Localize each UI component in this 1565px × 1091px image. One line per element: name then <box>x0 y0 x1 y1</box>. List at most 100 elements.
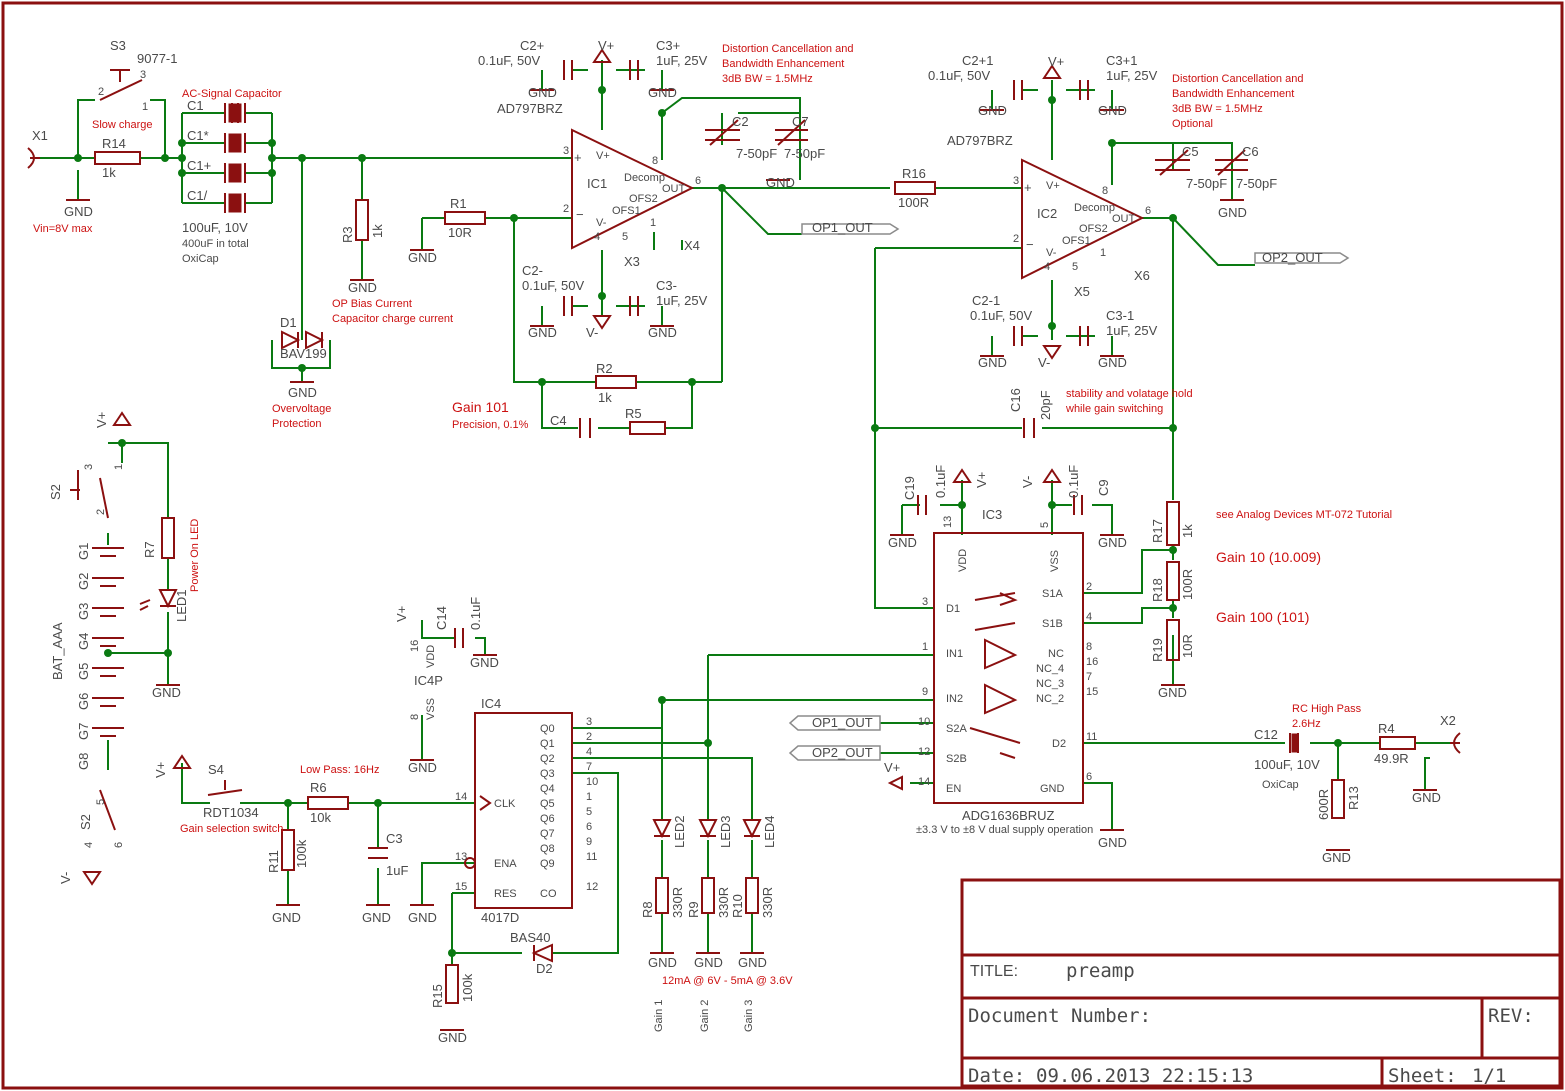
gnd-r3: GND <box>348 280 377 295</box>
c1-name-1: C1 <box>187 98 204 113</box>
svg-text:5: 5 <box>622 231 628 243</box>
rchp-line1: RC High Pass <box>1292 703 1362 715</box>
r7-name: R7 <box>142 541 157 558</box>
svg-text:15: 15 <box>1086 686 1098 698</box>
svg-text:Q4: Q4 <box>540 783 555 795</box>
c19-value: 0.1uF <box>933 465 948 498</box>
r9-value: 330R <box>716 887 731 918</box>
op1-out-port-ic3 <box>788 715 881 731</box>
svg-text:6: 6 <box>1145 205 1151 217</box>
gnd-c2p: GND <box>528 85 557 100</box>
svg-text:−: − <box>1026 237 1034 252</box>
vminus-ic1: V- <box>586 325 598 340</box>
svg-text:5: 5 <box>1039 522 1051 528</box>
svg-text:4: 4 <box>1086 611 1092 623</box>
led1-name: LED1 <box>174 589 189 622</box>
date-label: Date: <box>968 1065 1025 1087</box>
svg-text:Q0: Q0 <box>540 723 555 735</box>
s3-note: Slow charge <box>92 119 153 131</box>
svg-text:6: 6 <box>1086 771 1092 783</box>
c6-name: C6 <box>1242 144 1259 159</box>
mt072-note: see Analog Devices MT-072 Tutorial <box>1216 509 1392 521</box>
svg-text:V-: V- <box>596 217 607 229</box>
gnd-r15: GND <box>438 1030 467 1045</box>
svg-text:11: 11 <box>1086 731 1097 743</box>
svg-text:OUT: OUT <box>662 183 686 195</box>
svg-text:9: 9 <box>586 836 592 848</box>
svg-text:8: 8 <box>1102 185 1108 197</box>
svg-text:3: 3 <box>922 596 928 608</box>
svg-text:D1: D1 <box>946 603 960 615</box>
r14-value: 1k <box>102 165 116 180</box>
x6-label: X6 <box>1134 268 1150 283</box>
r18-value: 100R <box>1180 569 1195 600</box>
d1-note2: Protection <box>272 418 322 430</box>
svg-text:G2: G2 <box>76 573 91 590</box>
svg-text:6: 6 <box>695 175 701 187</box>
gnd-c3p: GND <box>648 85 677 100</box>
r17-name: R17 <box>1150 519 1165 543</box>
svg-text:Decomp: Decomp <box>1074 202 1115 214</box>
distortion1-line1: Distortion Cancellation and <box>722 43 853 55</box>
c16-value: 20pF <box>1038 390 1053 420</box>
svg-text:2: 2 <box>586 731 592 743</box>
svg-text:+: + <box>1024 180 1032 195</box>
r13-value: 600R <box>1316 789 1331 820</box>
op2-out-label-ic3: OP2_OUT <box>812 745 873 760</box>
c1-note2: OxiCap <box>182 253 219 265</box>
svg-text:Q7: Q7 <box>540 828 555 840</box>
gain3-label: Gain 3 <box>743 1000 755 1032</box>
s4-name: S4 <box>208 762 224 777</box>
svg-text:3: 3 <box>586 716 592 728</box>
svg-text:12: 12 <box>918 746 930 758</box>
gain10-label: Gain 10 (10.009) <box>1216 549 1321 565</box>
svg-text:−: − <box>576 207 584 222</box>
c31-name: C3-1 <box>1106 308 1134 323</box>
svg-text:5: 5 <box>95 799 107 805</box>
svg-text:NC: NC <box>1048 648 1064 660</box>
svg-text:7: 7 <box>1086 671 1092 683</box>
vminus-bat: V- <box>58 872 73 884</box>
gnd-x1: GND <box>64 204 93 219</box>
r4-value: 49.9R <box>1374 751 1409 766</box>
wires <box>40 60 1450 965</box>
ic2-value: AD797BRZ <box>947 133 1013 148</box>
r6-name: R6 <box>310 780 327 795</box>
c1-name-2: C1* <box>187 128 209 143</box>
c21-name: C2-1 <box>972 293 1000 308</box>
svg-text:3: 3 <box>563 145 569 157</box>
vminus-ic3: V- <box>1020 476 1035 488</box>
svg-text:Q6: Q6 <box>540 813 555 825</box>
c5-name: C5 <box>1182 144 1199 159</box>
svg-text:S1A: S1A <box>1042 588 1063 600</box>
svg-text:Q8: Q8 <box>540 843 555 855</box>
gnd-c14: GND <box>470 655 499 670</box>
gnd-r8: GND <box>648 955 677 970</box>
svg-text:1: 1 <box>650 217 656 229</box>
c2-name: C2 <box>732 114 749 129</box>
svg-text:G7: G7 <box>76 723 91 740</box>
c3p1-value: 1uF, 25V <box>1106 68 1158 83</box>
gnd-c7: GND <box>766 175 795 190</box>
svg-text:4: 4 <box>586 746 592 758</box>
sheet-label: Sheet: <box>1388 1065 1457 1087</box>
vplus-en: V+ <box>884 760 900 775</box>
svg-text:8: 8 <box>1086 641 1092 653</box>
title-value: preamp <box>1066 960 1135 982</box>
svg-text:7: 7 <box>586 761 592 773</box>
c3m-name: C3- <box>656 278 677 293</box>
op2-out-port-ic3 <box>788 745 881 761</box>
ic3-value: ADG1636BRUZ <box>962 808 1055 823</box>
c1-name-4: C1/ <box>187 188 208 203</box>
ic4-name: IC4 <box>481 696 501 711</box>
svg-text:NC_4: NC_4 <box>1036 663 1064 675</box>
r1-value: 10R <box>448 225 472 240</box>
gnd-r13: GND <box>1322 850 1351 865</box>
svg-text:OFS2: OFS2 <box>629 193 658 205</box>
c21-value: 0.1uF, 50V <box>970 308 1032 323</box>
title-block: TITLE: preamp Document Number: REV: Date… <box>960 878 1562 1088</box>
junctions <box>74 86 1342 957</box>
gnd-d1: GND <box>288 385 317 400</box>
svg-text:10: 10 <box>918 716 930 728</box>
gnd-c21: GND <box>978 355 1007 370</box>
